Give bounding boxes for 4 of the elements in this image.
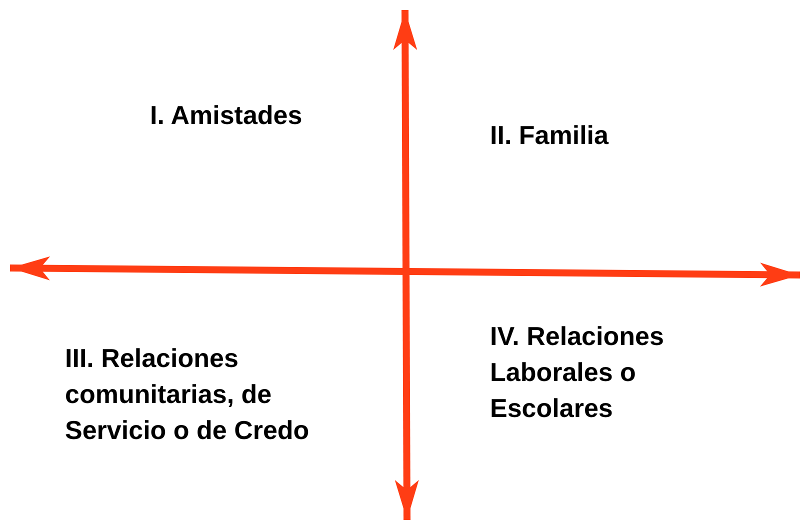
quadrant-label: III. Relaciones comunitarias, de Servicio o de Credo	[65, 342, 310, 447]
quadrant-label: I. Amistades	[150, 99, 302, 132]
quadrant-label: II. Familia	[490, 119, 608, 152]
quadrant-label: IV. Relaciones Laborales o Escolares	[490, 320, 665, 425]
